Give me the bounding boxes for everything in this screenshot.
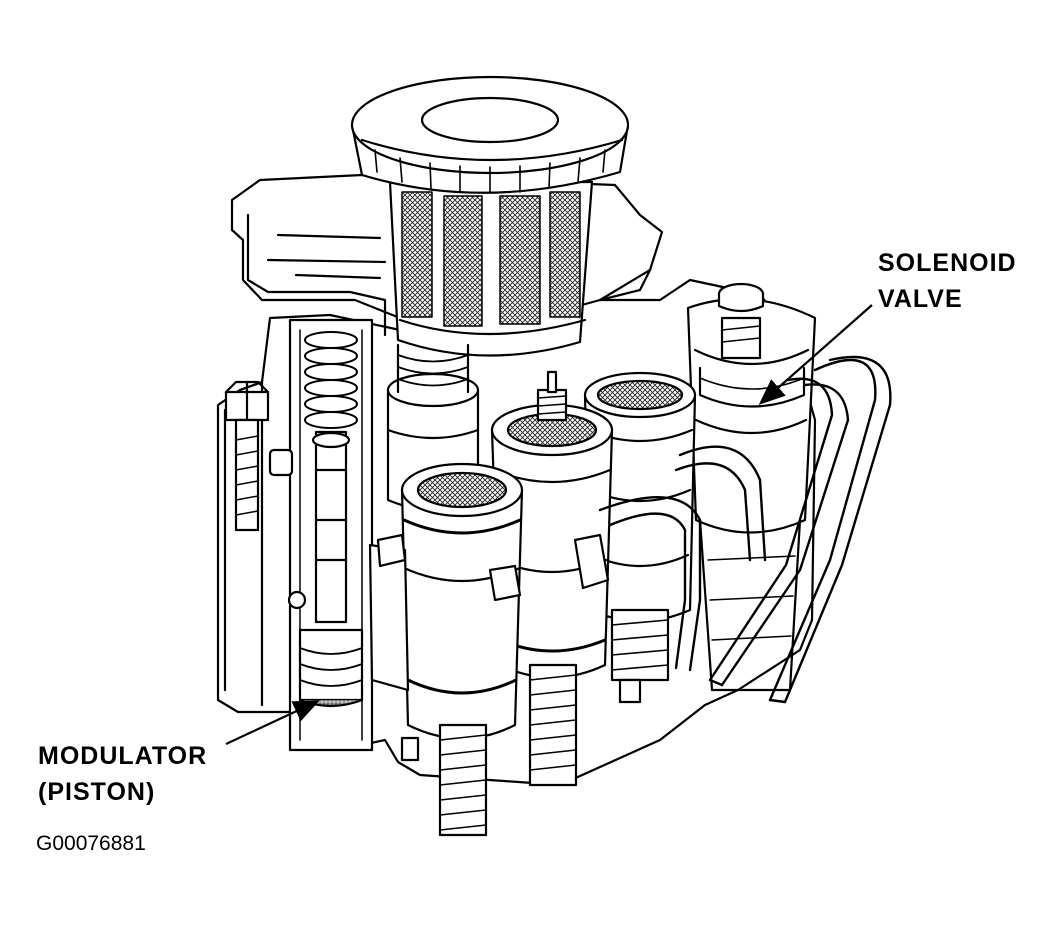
- solenoid-valve-label: SOLENOID VALVE: [878, 245, 1017, 317]
- modulator-label-line2: (PISTON): [38, 778, 156, 806]
- mounting-bolt: [224, 380, 270, 532]
- middle-rear-valve: [583, 371, 697, 682]
- reservoir-cap: [350, 75, 630, 194]
- modulator-piston-label: MODULATOR (PISTON): [38, 738, 207, 810]
- modulator-leader: [225, 700, 320, 745]
- solenoid-valve-label-line2: VALVE: [878, 285, 963, 313]
- solenoid-valve: [686, 282, 817, 692]
- solenoid-valve-leader: [758, 304, 873, 405]
- brake-hoses: [598, 355, 892, 704]
- solenoid-valve-label-line1: SOLENOID: [878, 249, 1017, 277]
- modulator-label-line1: MODULATOR: [38, 742, 208, 770]
- figure-id: G00076881: [36, 832, 146, 855]
- front-valve: [368, 462, 524, 837]
- reservoir-cup: [388, 180, 594, 357]
- base-fittings: [400, 678, 642, 762]
- modulator-piston: [268, 318, 374, 752]
- callout-arrows: [225, 304, 873, 745]
